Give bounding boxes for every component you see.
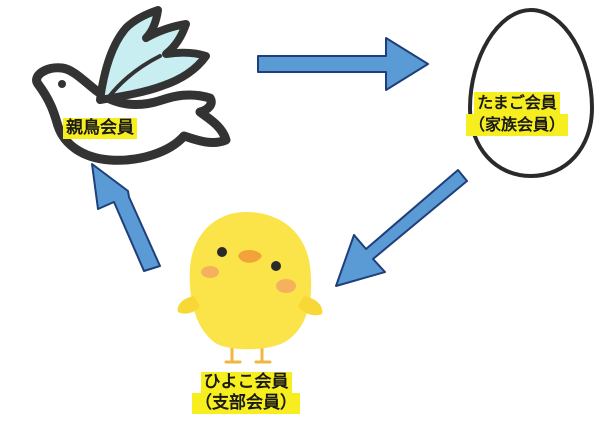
parent-member-text: 親鳥会員: [63, 118, 137, 139]
chick-member-label: ひよこ会員 （支部会員）: [192, 372, 300, 414]
arrow-egg-to-chick: [335, 169, 468, 287]
arrow-chick-to-parent: [91, 163, 161, 272]
egg-member-subtitle: （家族会員）: [466, 114, 569, 136]
egg-member-title: たまご会員: [474, 92, 560, 114]
chick-member-title: ひよこ会員: [200, 372, 292, 393]
chick-member-subtitle: （支部会員）: [192, 393, 300, 414]
parent-member-label: 親鳥会員: [63, 118, 137, 139]
arrow-parent-to-egg: [257, 37, 429, 91]
chick-icon: [177, 212, 323, 364]
egg-member-label: たまご会員 （家族会員）: [466, 92, 569, 136]
